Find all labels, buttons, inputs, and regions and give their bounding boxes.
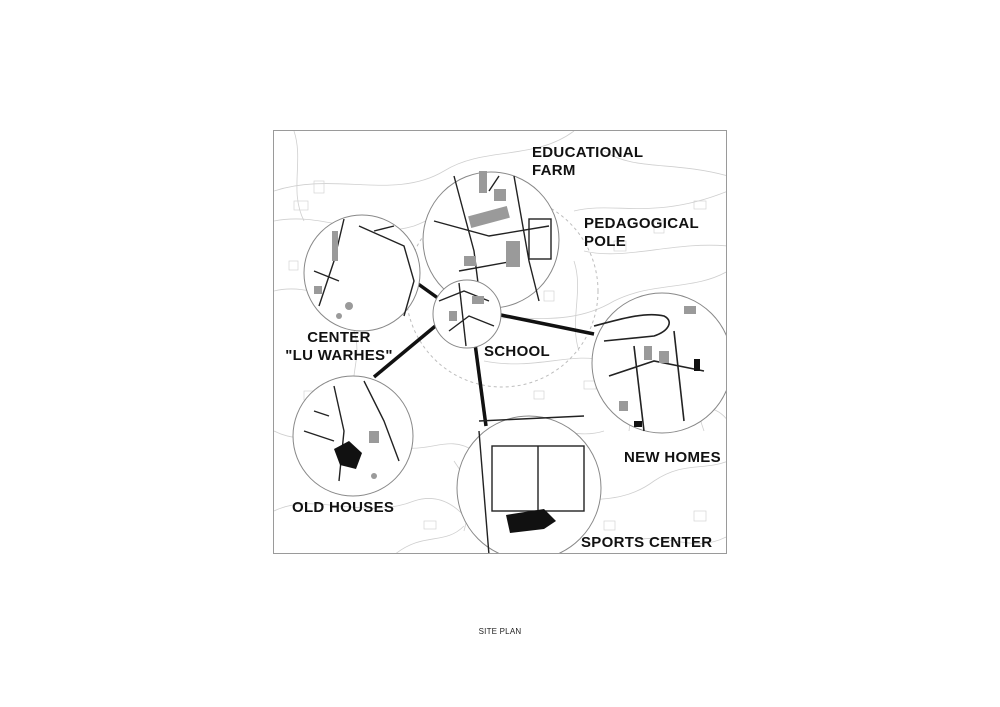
sports-center-solid-building <box>506 509 556 533</box>
label-line: "LU WARHES" <box>285 347 393 364</box>
label-school: SCHOOL <box>484 343 550 360</box>
center-lu-warhes-circle <box>303 214 421 332</box>
sports-center-circle <box>456 415 602 553</box>
label-old-houses: OLD HOUSES <box>292 499 395 516</box>
site-plan-drawing <box>274 131 726 553</box>
label-sports-center: SPORTS CENTER <box>581 534 713 551</box>
label-new-homes: NEW HOMES <box>624 449 721 466</box>
label-pedagogical-pole: PEDAGOGICAL POLE <box>584 215 699 251</box>
label-line: PEDAGOGICAL <box>584 215 699 232</box>
old-houses-circle <box>292 375 414 497</box>
label-line: EDUCATIONAL <box>532 144 644 161</box>
label-center-lu-warhes: CENTER "LU WARHES" <box>276 329 402 365</box>
label-educational-farm: EDUCATIONAL FARM <box>532 144 643 180</box>
site-plan-caption: SITE PLAN <box>478 627 522 636</box>
new-homes-circle <box>591 292 726 434</box>
site-plan-map: EDUCATIONAL FARM PEDAGOGICAL POLE CENTER… <box>273 130 727 554</box>
old-houses-solid-building <box>334 441 362 469</box>
label-line: CENTER <box>307 329 371 346</box>
educational-farm-circle <box>422 171 560 309</box>
label-line: FARM <box>532 162 576 179</box>
label-line: POLE <box>584 233 627 250</box>
school-circle <box>432 279 502 349</box>
